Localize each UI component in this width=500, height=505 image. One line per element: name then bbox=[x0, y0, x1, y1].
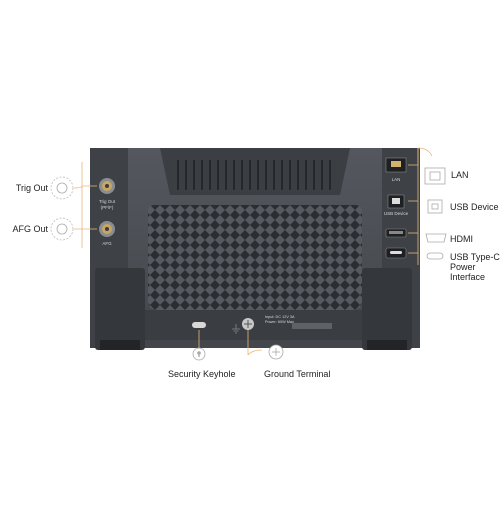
trig-out-connector[interactable] bbox=[99, 178, 115, 194]
hdmi-port[interactable] bbox=[385, 228, 407, 238]
usb-type-c-port[interactable] bbox=[385, 247, 407, 259]
security-keyhole-icon bbox=[192, 347, 206, 361]
ground-screw[interactable] bbox=[242, 318, 254, 330]
usb-device-port[interactable] bbox=[387, 194, 405, 209]
callout-lines bbox=[73, 147, 433, 356]
afg-device-label: AFG bbox=[102, 241, 112, 246]
afg-out-icon bbox=[50, 217, 74, 241]
usb-device-icon bbox=[427, 199, 443, 214]
trig-out-device-label-2: (PF/F) bbox=[101, 205, 114, 210]
trig-out-icon bbox=[50, 176, 74, 200]
usb-device-callout-label: USB Device bbox=[450, 202, 499, 212]
ground-symbol-icon bbox=[232, 324, 240, 334]
usb-type-c-icon bbox=[426, 252, 444, 260]
lan-label: LAN bbox=[451, 170, 469, 180]
trig-out-device-label-1: Trig Out bbox=[99, 199, 116, 204]
ground-terminal-label: Ground Terminal bbox=[264, 369, 331, 379]
usb-type-c-label-line3: Interface bbox=[450, 272, 486, 282]
power-label-1: Input: DC 12V 3A bbox=[265, 315, 295, 319]
lan-icon bbox=[424, 167, 446, 185]
right-foot-pad bbox=[367, 340, 407, 350]
left-foot-pad bbox=[100, 340, 140, 350]
lan-device-label: LAN bbox=[392, 177, 401, 182]
keyhole-slot[interactable] bbox=[192, 322, 206, 328]
trig-out-label: Trig Out bbox=[15, 183, 48, 193]
usb-type-c-label-line1: USB Type-C bbox=[450, 252, 500, 262]
usb-device-label: USB Device bbox=[384, 211, 409, 216]
usb-type-c-label-line2: Power bbox=[450, 262, 476, 272]
serial-label-sticker bbox=[292, 323, 332, 329]
left-foot bbox=[95, 268, 145, 350]
ground-terminal-icon bbox=[268, 344, 284, 360]
top-vent bbox=[160, 148, 350, 195]
right-foot bbox=[362, 268, 412, 350]
fan-grille bbox=[148, 205, 362, 310]
security-keyhole-label: Security Keyhole bbox=[168, 369, 236, 379]
top-vent-slots bbox=[177, 160, 331, 190]
hdmi-icon bbox=[425, 233, 447, 243]
lan-port[interactable] bbox=[385, 157, 407, 173]
power-label-2: Power: 60W Max bbox=[265, 320, 294, 324]
afg-out-label: AFG Out bbox=[12, 224, 48, 234]
bottom-strip bbox=[140, 310, 370, 340]
afg-out-connector[interactable] bbox=[99, 221, 115, 237]
hdmi-label: HDMI bbox=[450, 234, 473, 244]
